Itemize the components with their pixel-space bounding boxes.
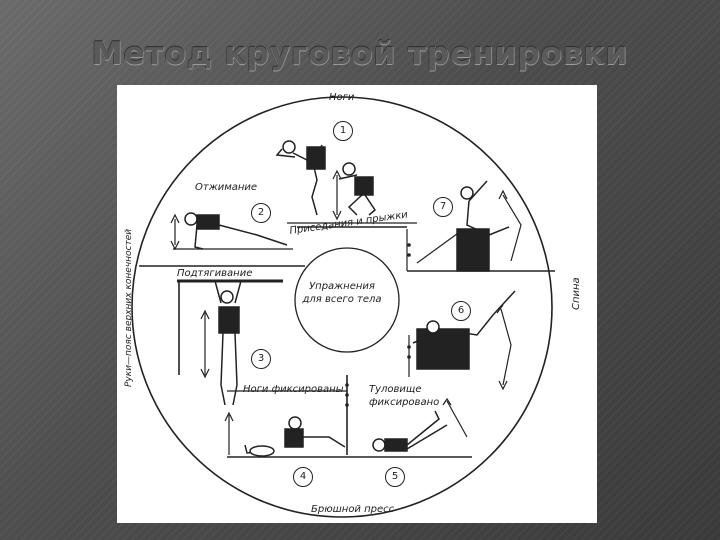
label-torso-fixed-line2: фиксировано xyxy=(369,398,439,408)
circuit-training-figure: Ноги Отжимание Приседания и прыжки Подтя… xyxy=(117,85,597,523)
label-legs: Ноги xyxy=(329,93,354,103)
center-label-line1: Упражнения xyxy=(287,280,397,293)
equipment-posts xyxy=(345,243,411,407)
figure-back-incline xyxy=(407,181,521,271)
center-label: Упражнения для всего тела xyxy=(287,280,397,306)
station-number-4: 4 xyxy=(293,467,313,487)
station-number-3: 3 xyxy=(251,349,271,369)
station-number-7: 7 xyxy=(433,197,453,217)
figure-pushups xyxy=(171,213,293,249)
figure-pullup xyxy=(201,281,241,405)
figure-abs-legs-fixed xyxy=(225,413,345,456)
label-pushups: Отжимание xyxy=(195,183,257,193)
label-back: Спина xyxy=(572,277,582,310)
station-number-1: 1 xyxy=(333,121,353,141)
station-number-5: 5 xyxy=(385,467,405,487)
label-legs-fixed: Ноги фиксированы xyxy=(243,385,344,395)
center-label-line2: для всего тела xyxy=(287,293,397,306)
label-torso-fixed-line1: Туловище xyxy=(369,385,422,395)
label-abs: Брюшной пресс xyxy=(311,505,394,515)
station-number-2: 2 xyxy=(251,203,271,223)
outer-circle xyxy=(132,97,552,517)
label-arms-shoulder: Руки—пояс верхних конечностей xyxy=(125,229,134,387)
label-pullups: Подтягивание xyxy=(177,269,252,279)
slide-title: Метод круговой тренировки xyxy=(0,36,720,72)
station-number-6: 6 xyxy=(451,301,471,321)
